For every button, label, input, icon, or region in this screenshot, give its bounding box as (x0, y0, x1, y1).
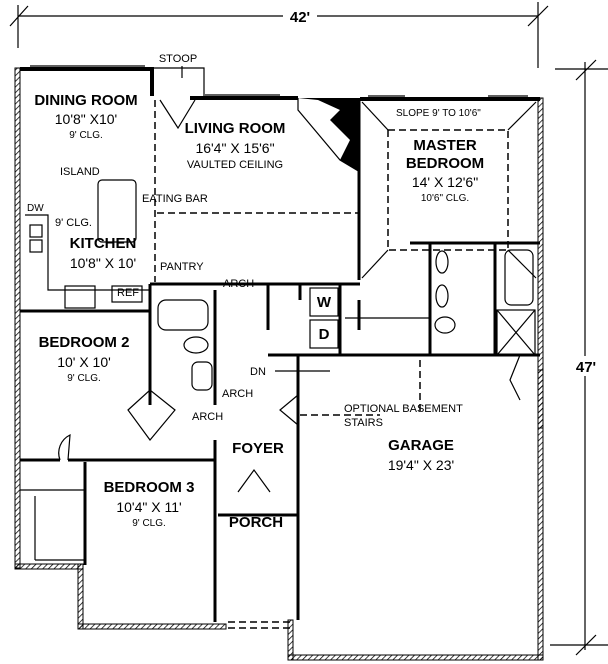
room-porch: PORCH (229, 514, 283, 531)
room-name: PORCH (229, 514, 283, 531)
room-ceiling: VAULTED CEILING (187, 159, 283, 171)
basement-stairs-label-2: STAIRS (344, 417, 383, 429)
room-name: GARAGE (388, 437, 454, 454)
pantry-label: PANTRY (160, 261, 204, 273)
dryer-label: D (319, 326, 330, 343)
basement-stairs-label: OPTIONAL BASEMENT (344, 403, 463, 415)
dishwasher-label: DW (27, 203, 44, 214)
room-foyer: FOYER (232, 440, 284, 457)
arch-label: ARCH (222, 388, 253, 400)
arch-label: ARCH (223, 278, 254, 290)
room-dining: DINING ROOM 10'8" X10' 9' CLG. (34, 92, 137, 141)
width-label: 42' (290, 9, 310, 26)
room-size: 14' X 12'6" (412, 174, 478, 190)
depth-dimension: 47' (550, 59, 608, 656)
arch-label: ARCH (192, 411, 223, 423)
room-kitchen: KITCHEN 10'8" X 10' (70, 235, 137, 271)
annotations: STOOP ISLAND EATING BAR 9' CLG. DW REF P… (27, 53, 481, 429)
washer-label: W (317, 294, 332, 311)
room-ceiling: 10'6" CLG. (421, 193, 469, 204)
room-size: 19'4" X 23' (388, 457, 454, 473)
room-size: 10'8" X 10' (70, 255, 136, 271)
room-size: 16'4" X 15'6" (195, 140, 274, 156)
room-name: FOYER (232, 440, 284, 457)
room-ceiling: 9' CLG. (69, 130, 103, 141)
room-bedroom-3: BEDROOM 3 10'4" X 11' 9' CLG. (104, 479, 195, 529)
width-dimension: 42' (9, 2, 549, 68)
room-name-2: BEDROOM (406, 155, 484, 172)
exterior-walls (14, 67, 544, 661)
kitchen-ceiling-label: 9' CLG. (55, 217, 92, 229)
room-name: LIVING ROOM (185, 120, 286, 137)
room-size: 10' X 10' (57, 354, 111, 370)
room-bedroom-2: BEDROOM 2 10' X 10' 9' CLG. (39, 334, 130, 384)
room-ceiling: 9' CLG. (132, 518, 166, 529)
room-name: MASTER (413, 137, 477, 154)
room-living: LIVING ROOM 16'4" X 15'6" VAULTED CEILIN… (185, 120, 286, 171)
room-name: BEDROOM 3 (104, 479, 195, 496)
room-name: BEDROOM 2 (39, 334, 130, 351)
island-label: ISLAND (60, 166, 100, 178)
room-size: 10'8" X10' (55, 111, 117, 127)
stoop-label: STOOP (159, 53, 197, 65)
walls (20, 65, 540, 629)
slope-label: SLOPE 9' TO 10'6" (396, 108, 481, 119)
room-name: DINING ROOM (34, 92, 137, 109)
room-garage: GARAGE 19'4" X 23' (388, 437, 454, 473)
room-size: 10'4" X 11' (116, 499, 181, 515)
room-ceiling: 9' CLG. (67, 373, 101, 384)
depth-label: 47' (576, 359, 596, 376)
stairs-down-label: DN (250, 366, 266, 378)
refrigerator-label: REF (117, 287, 139, 299)
room-name: KITCHEN (70, 235, 137, 252)
room-master-bedroom: MASTER BEDROOM 14' X 12'6" 10'6" CLG. (406, 137, 484, 204)
eating-bar-label: EATING BAR (142, 193, 208, 205)
